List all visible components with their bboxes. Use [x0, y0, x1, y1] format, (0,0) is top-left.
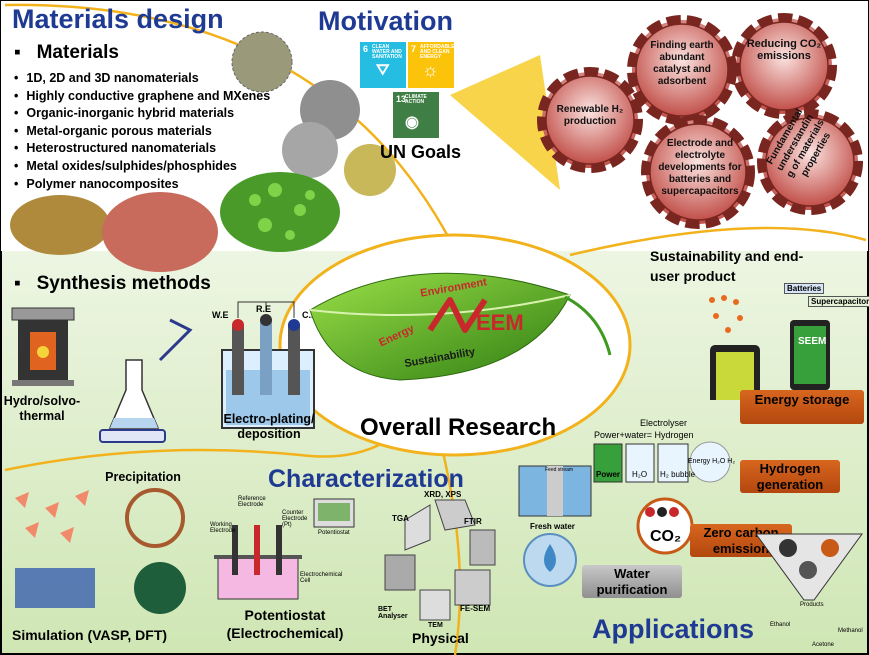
gear-icon: [537, 67, 643, 173]
sun-icon: ☼: [422, 60, 439, 80]
supercapacitors-sign: Supercapacitors: [808, 296, 869, 307]
electroplating-cell-icon: [221, 301, 315, 429]
mesh-material-image: [231, 31, 293, 93]
ftir-label: FTIR: [464, 517, 482, 526]
potentiostat-small-label: Potentiostat: [318, 530, 350, 536]
applications-title: Applications: [592, 614, 755, 644]
overall-research-title: Overall Research: [360, 414, 557, 441]
leaf-illustration: [309, 272, 612, 381]
water-membrane-diagram: [518, 465, 592, 517]
characterization-title: Characterization: [268, 465, 464, 493]
list-item: Organic-inorganic hybrid materials: [14, 105, 270, 123]
bet-label: BET Analyser: [378, 606, 408, 620]
autoclave-icon: [11, 307, 75, 386]
gear-icon: [641, 115, 755, 229]
list-item: Highly conductive graphene and MXenes: [14, 88, 270, 106]
leaf-eem-label: EEM: [476, 310, 524, 335]
electrolyser-label: Electrolyser: [640, 418, 688, 428]
nanowire-material-image: [282, 122, 338, 178]
ce-label: C.E: [302, 310, 318, 320]
co2-illustration: [636, 497, 694, 555]
physical-label: Physical: [412, 630, 469, 646]
energy-storage-box: Energy storage: [740, 390, 864, 424]
gear-icon: [757, 109, 863, 215]
products-label: Products: [800, 602, 824, 608]
un-goals-label: UN Goals: [380, 142, 462, 162]
h2-bubble-label: H₂ bubble: [660, 470, 696, 479]
simulation-label: Simulation (VASP, DFT): [12, 627, 168, 643]
hydro-label: Hydro/solvo- thermal: [3, 394, 81, 423]
synthesis-illustrations: [11, 301, 315, 443]
gear-label: Electrode and electrolyte developments f…: [658, 138, 742, 197]
gear-label: Finding earth abundant catalyst and adso…: [650, 40, 714, 87]
gear-label: Reducing CO₂ emissions: [746, 38, 822, 62]
batteries-sign: Batteries: [784, 283, 825, 294]
water-drop-icon: ⛛: [376, 62, 390, 79]
energy-h2o-h2-label: Energy H₂O H₂: [688, 458, 736, 465]
xrd-label: XRD, XPS: [424, 490, 462, 499]
list-item: 1D, 2D and 3D nanomaterials: [14, 70, 270, 88]
storage-devices: [709, 295, 830, 400]
h2o-label: H₂O: [632, 470, 648, 479]
methanol-label: Methanol: [838, 628, 863, 634]
co2-label: CO₂: [650, 528, 682, 545]
precipitation-flask-icon: [99, 318, 193, 443]
flower-material-image: [102, 192, 218, 272]
we-label: W.E: [212, 310, 229, 320]
layered-material-image: [344, 144, 396, 196]
equation-label: Power+water= Hydrogen: [594, 430, 694, 440]
reference-electrode-label: Reference Electrode: [238, 496, 266, 508]
seem-label: SEEM: [798, 336, 827, 347]
counter-electrode-label: Counter Electrode (Pt): [282, 510, 308, 528]
tga-label: TGA: [392, 514, 409, 523]
eye-earth-icon: ◉: [405, 114, 419, 131]
potentiostat-label: Potentiostat (Electrochemical): [226, 607, 344, 641]
acetone-label: Acetone: [812, 642, 835, 648]
sphere-material-image: [220, 172, 340, 252]
ethanol-label: Ethanol: [770, 622, 791, 628]
water-drop-illustration: [523, 533, 577, 587]
fresh-water-label: Fresh water: [530, 522, 575, 531]
gear-label: Renewable H₂ production: [556, 104, 624, 127]
water-purification-box: Water purification: [582, 565, 682, 598]
list-item: Metal-organic porous materials: [14, 123, 270, 141]
gear-icon: [731, 13, 837, 119]
list-item: Heterostructured nanomaterials: [14, 140, 270, 158]
list-item: Polymer nanocomposites: [14, 176, 270, 194]
electroplating-label: Electro-plating/ deposition: [223, 412, 315, 441]
sustainability-title: Sustainability and end-user product: [650, 248, 804, 284]
materials-design-title: Materials design: [12, 4, 224, 34]
synthesis-heading: ▪ Synthesis methods: [14, 273, 211, 294]
potentiostat-diagram: [214, 498, 355, 600]
motivation-gears: [537, 13, 863, 229]
motivation-title: Motivation: [318, 6, 453, 36]
power-label: Power: [596, 470, 621, 479]
crystal-structures: [15, 488, 186, 614]
cube-material-image: [10, 195, 110, 255]
tem-label: TEM: [428, 622, 443, 629]
working-electrode-label: Working Electrode: [210, 522, 236, 534]
feed-stream-label: Feed stream: [545, 467, 574, 473]
list-item: Metal oxides/sulphides/phosphides: [14, 158, 270, 176]
precipitation-label: Precipitation: [105, 470, 181, 484]
hydrogen-generation-box: Hydrogen generation: [740, 460, 840, 493]
funnel-diagram: [755, 533, 863, 601]
re-label: R.E: [256, 304, 272, 314]
materials-heading: ▪ Materials: [14, 42, 119, 63]
electrolyser-diagram: [593, 441, 731, 483]
electrochemical-cell-label: Electrochemical Cell: [300, 572, 343, 584]
square-bullet-icon: ▪: [14, 42, 21, 63]
square-bullet-icon: ▪: [14, 273, 21, 294]
fesem-label: FE-SEM: [460, 604, 491, 613]
physical-instruments: [384, 499, 496, 621]
materials-list: 1D, 2D and 3D nanomaterials Highly condu…: [14, 70, 270, 193]
